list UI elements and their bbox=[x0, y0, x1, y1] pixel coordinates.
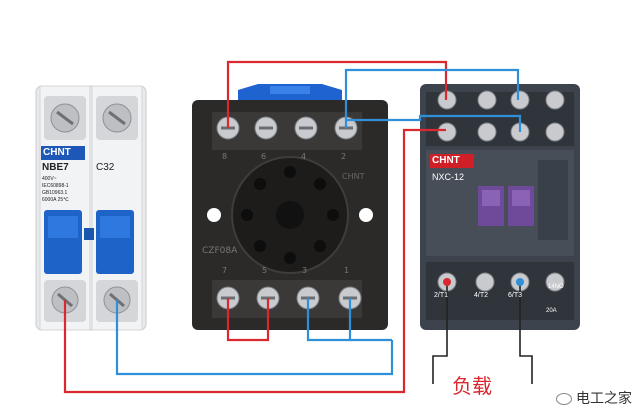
load-red-dot bbox=[443, 278, 451, 286]
blue-wire-relay3-1-bridge bbox=[306, 298, 352, 342]
red-wires bbox=[63, 60, 448, 394]
contactor-brand: CHNT bbox=[432, 155, 460, 166]
relay-bottom-label-5: 5 bbox=[262, 266, 268, 275]
breaker-specs: 400V~ IEC60898-1 GB10963.1 6000A 25℃ bbox=[42, 176, 69, 203]
watermark: 电工之家 bbox=[556, 388, 632, 408]
breaker-rating: C32 bbox=[96, 162, 115, 173]
blue-wire-relay2-to-coil bbox=[346, 114, 522, 132]
contactor-bottom-terminals bbox=[426, 262, 574, 320]
contactor-current-label: 20A bbox=[546, 308, 557, 314]
relay-top-label-8: 8 bbox=[222, 152, 228, 161]
red-wire-relay7-5-bridge bbox=[226, 298, 270, 342]
watermark-icon bbox=[556, 393, 572, 405]
load-label: 负载 bbox=[452, 374, 492, 398]
relay-top-label-6: 6 bbox=[261, 152, 267, 161]
contactor-top-terminals bbox=[437, 90, 565, 142]
contactor-terminal-t3: 6/T3 bbox=[508, 292, 523, 299]
relay-bottom-terminals bbox=[212, 280, 362, 318]
relay-bottom-label-3: 3 bbox=[302, 266, 308, 275]
load-blue-dot bbox=[516, 278, 524, 286]
red-wire-breaker-to-load bbox=[63, 128, 446, 394]
contactor-aux-label: 14NO bbox=[548, 284, 564, 290]
relay-top-label-4: 4 bbox=[301, 152, 307, 161]
relay-base-mark: CHNT bbox=[342, 172, 365, 181]
relay-bottom-label-1: 1 bbox=[344, 266, 350, 275]
contactor-terminal-t1: 2/T1 bbox=[434, 292, 449, 299]
relay-top-terminals bbox=[212, 112, 362, 150]
relay-base-model: CZF08A bbox=[202, 246, 238, 256]
load-wires bbox=[432, 282, 533, 384]
relay-top-label-2: 2 bbox=[341, 152, 347, 161]
circuit-breaker bbox=[35, 85, 147, 331]
contactor bbox=[420, 84, 580, 330]
red-wire-relay8-to-contactor-top bbox=[226, 60, 448, 128]
breaker-model: NBE7 bbox=[42, 162, 69, 173]
breaker-brand: CHNT bbox=[43, 147, 71, 158]
contactor-terminal-t2: 4/T2 bbox=[474, 292, 489, 299]
contactor-model: NXC-12 bbox=[432, 172, 465, 182]
blue-wire-breaker-to-relay bbox=[115, 300, 394, 376]
relay-bottom-label-7: 7 bbox=[222, 266, 228, 275]
relay-base bbox=[192, 84, 388, 330]
blue-wires bbox=[115, 68, 522, 376]
blue-wire-relay2-to-contactor bbox=[344, 68, 520, 128]
